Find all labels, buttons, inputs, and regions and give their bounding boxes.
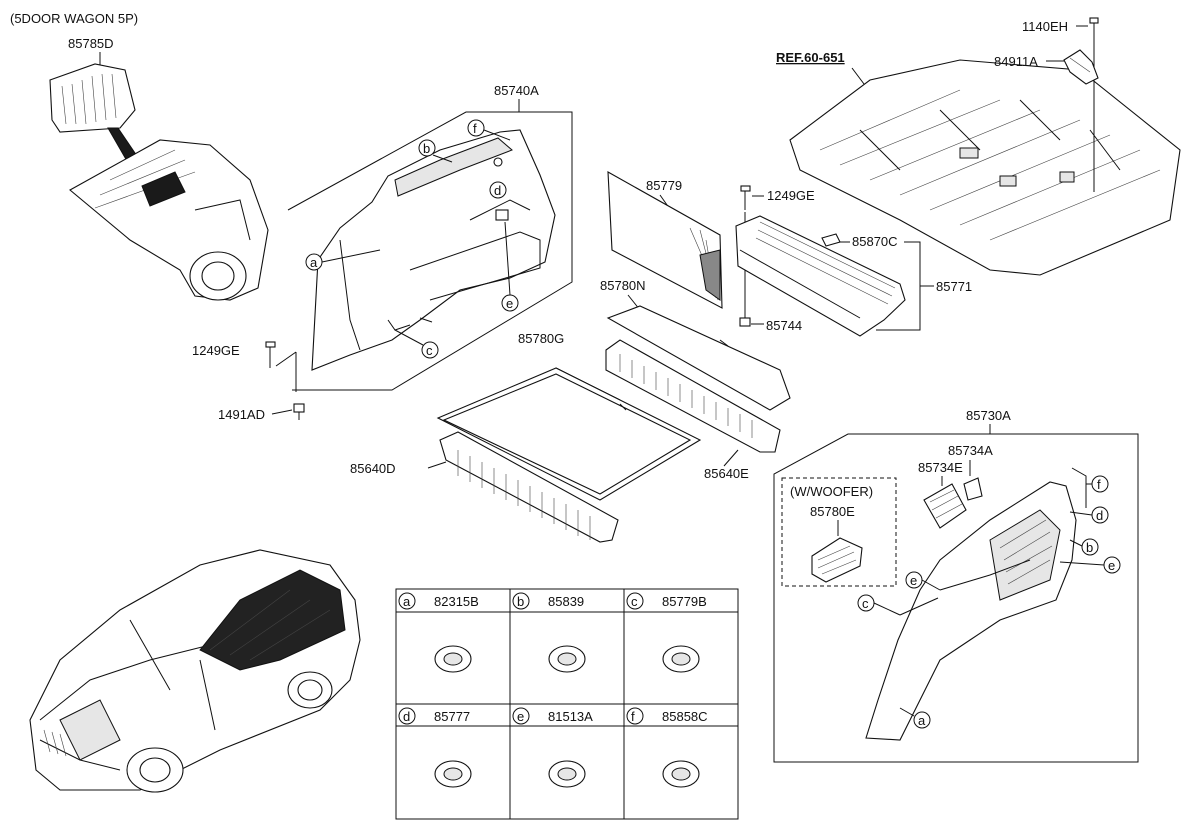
bracket-f (1071, 467, 1087, 508)
speaker-cover-85780E (811, 537, 863, 583)
frame-85730A (773, 433, 1139, 763)
wagon-rear-view (69, 139, 269, 301)
legend-table (395, 588, 739, 820)
label-85780G: 85780G (518, 331, 564, 346)
callout-d2: d (1096, 508, 1103, 523)
label-85744: 85744 (766, 318, 802, 333)
legend-letter: f (631, 709, 635, 724)
label-85785D: 85785D (68, 36, 114, 51)
woofer-box (781, 477, 897, 587)
label-85780N: 85780N (600, 278, 646, 293)
label-85779: 85779 (646, 178, 682, 193)
quarter-trim-85730A (865, 481, 1077, 741)
bolt-1249GE-top (740, 185, 751, 210)
legend-part-sketch-detail (443, 767, 463, 781)
legend-part-sketch-detail (671, 767, 691, 781)
tray-85640D (439, 431, 619, 543)
label-85730A: 85730A (966, 408, 1011, 423)
callout-b2: b (1086, 540, 1093, 555)
callout-f: f (473, 121, 477, 136)
legend-part-number: 85779B (662, 594, 707, 609)
callout-d: d (494, 183, 501, 198)
grille-85734E (923, 483, 967, 529)
bolt-1140EH (1089, 17, 1099, 40)
label-85740A: 85740A (494, 83, 539, 98)
bolt-1249GE-left (265, 341, 276, 368)
legend-letter-circle (398, 592, 416, 610)
floor-panel-ref (789, 59, 1181, 276)
label-85640D: 85640D (350, 461, 396, 476)
callout-c2: c (862, 596, 869, 611)
legend-letter: d (403, 709, 410, 724)
legend-letter-circle (626, 707, 644, 725)
legend-part-number: 85777 (434, 709, 470, 724)
wagon-note: (5DOOR WAGON 5P) (10, 11, 138, 26)
callout-c: c (426, 343, 433, 358)
label-1249GE-left: 1249GE (192, 343, 240, 358)
legend-letter: e (517, 709, 524, 724)
label-85734A: 85734A (948, 443, 993, 458)
label-1491AD: 1491AD (218, 407, 265, 422)
tray-85640E (605, 339, 781, 453)
callout-a2: a (918, 713, 926, 728)
nut-85744 (739, 317, 751, 327)
label-85780E: 85780E (810, 504, 855, 519)
legend-part-sketch-detail (443, 652, 463, 666)
legend-letter-circle (512, 707, 530, 725)
legend-part-number: 82315B (434, 594, 479, 609)
label-85771: 85771 (936, 279, 972, 294)
legend-letter: b (517, 594, 524, 609)
legend-part-number: 85839 (548, 594, 584, 609)
frame-85740A (287, 111, 573, 391)
tonneau-85780N (606, 305, 791, 411)
vehicle-perspective (29, 549, 361, 793)
callout-e2: e (1108, 558, 1115, 573)
label-1140EH: 1140EH (1022, 19, 1068, 34)
legend-part-sketch-detail (557, 652, 577, 666)
cargo-net-85779 (607, 171, 723, 309)
legend-part-number: 85858C (662, 709, 708, 724)
legend-part-sketch-detail (671, 652, 691, 666)
bracket-84911A (1063, 49, 1099, 85)
callout-f2: f (1097, 477, 1101, 492)
label-1249GE-top: 1249GE (767, 188, 815, 203)
legend-part-number: 81513A (548, 709, 593, 724)
legend-part-sketch-detail (557, 767, 577, 781)
legend-letter-circle (626, 592, 644, 610)
legend-letter: a (403, 594, 411, 609)
callout-a: a (310, 255, 318, 270)
clip-1491AD (293, 403, 305, 420)
ref-label: REF.60-651 (776, 50, 845, 65)
callout-b: b (423, 141, 430, 156)
clip-85870C (821, 233, 841, 247)
label-85870C: 85870C (852, 234, 898, 249)
legend-letter: c (631, 594, 638, 609)
woofer-note: (W/WOOFER) (790, 484, 873, 499)
legend-letter-circle (512, 592, 530, 610)
callout-e: e (506, 296, 513, 311)
label-84911A: 84911A (994, 54, 1038, 69)
label-85640E: 85640E (704, 466, 749, 481)
legend-letter-circle (398, 707, 416, 725)
clip-85734A (963, 477, 983, 501)
floor-board-85780G (436, 367, 702, 501)
garnish-85771 (735, 215, 906, 337)
label-85734E: 85734E (918, 460, 963, 475)
panel-85785D (49, 63, 136, 133)
callout-e3: e (910, 573, 917, 588)
